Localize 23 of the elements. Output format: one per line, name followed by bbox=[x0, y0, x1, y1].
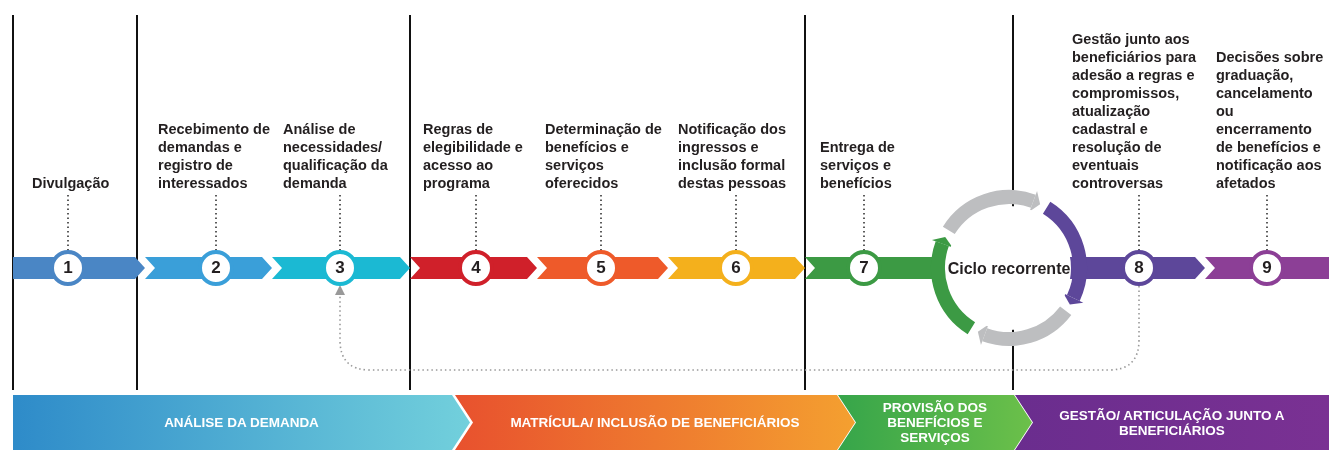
step-description: Análise de necessidades/ qualificação da demanda bbox=[283, 120, 403, 192]
step-description: Recebimento de demandas e registro de interessados bbox=[158, 120, 276, 192]
leader-line bbox=[215, 194, 217, 251]
step-description: Notificação dos ingressos e inclusão formal destas pessoas bbox=[678, 120, 798, 192]
leader-line bbox=[600, 194, 602, 251]
leader-line bbox=[1266, 194, 1268, 251]
leader-line bbox=[735, 194, 737, 251]
phase-chevron-band: GESTÃO/ ARTICULAÇÃO JUNTO A BENEFICIÁRIOS bbox=[1015, 395, 1329, 450]
phase-chevron-band: MATRÍCULA/ INCLUSÃO DE BENEFICIÁRIOS bbox=[455, 395, 855, 450]
step-description: Decisões sobre graduação, cancelamento ou encerramento de benefícios e notificação aos afetados bbox=[1216, 48, 1328, 192]
step-description: Gestão junto aos beneficiários para adesão a regras e compromissos, atualização cadastral e resolução de eventuais controversas bbox=[1072, 30, 1210, 192]
leader-line bbox=[1138, 194, 1140, 251]
leader-line bbox=[863, 194, 865, 251]
leader-line bbox=[67, 194, 69, 251]
step-description: Entrega de serviços e benefícios bbox=[820, 138, 930, 192]
leader-line bbox=[339, 194, 341, 251]
step-description: Divulgação bbox=[32, 174, 132, 192]
phase-chevron-band: ANÁLISE DA DEMANDA bbox=[13, 395, 470, 450]
step-description: Regras de elegibilidade e acesso ao programa bbox=[423, 120, 538, 192]
leader-line bbox=[475, 194, 477, 251]
step-description: Determinação de benefícios e serviços oferecidos bbox=[545, 120, 670, 192]
phase-chevron-band: PROVISÃO DOS BENEFÍCIOS E SERVIÇOS bbox=[838, 395, 1032, 450]
feedback-arrow bbox=[335, 285, 1140, 371]
